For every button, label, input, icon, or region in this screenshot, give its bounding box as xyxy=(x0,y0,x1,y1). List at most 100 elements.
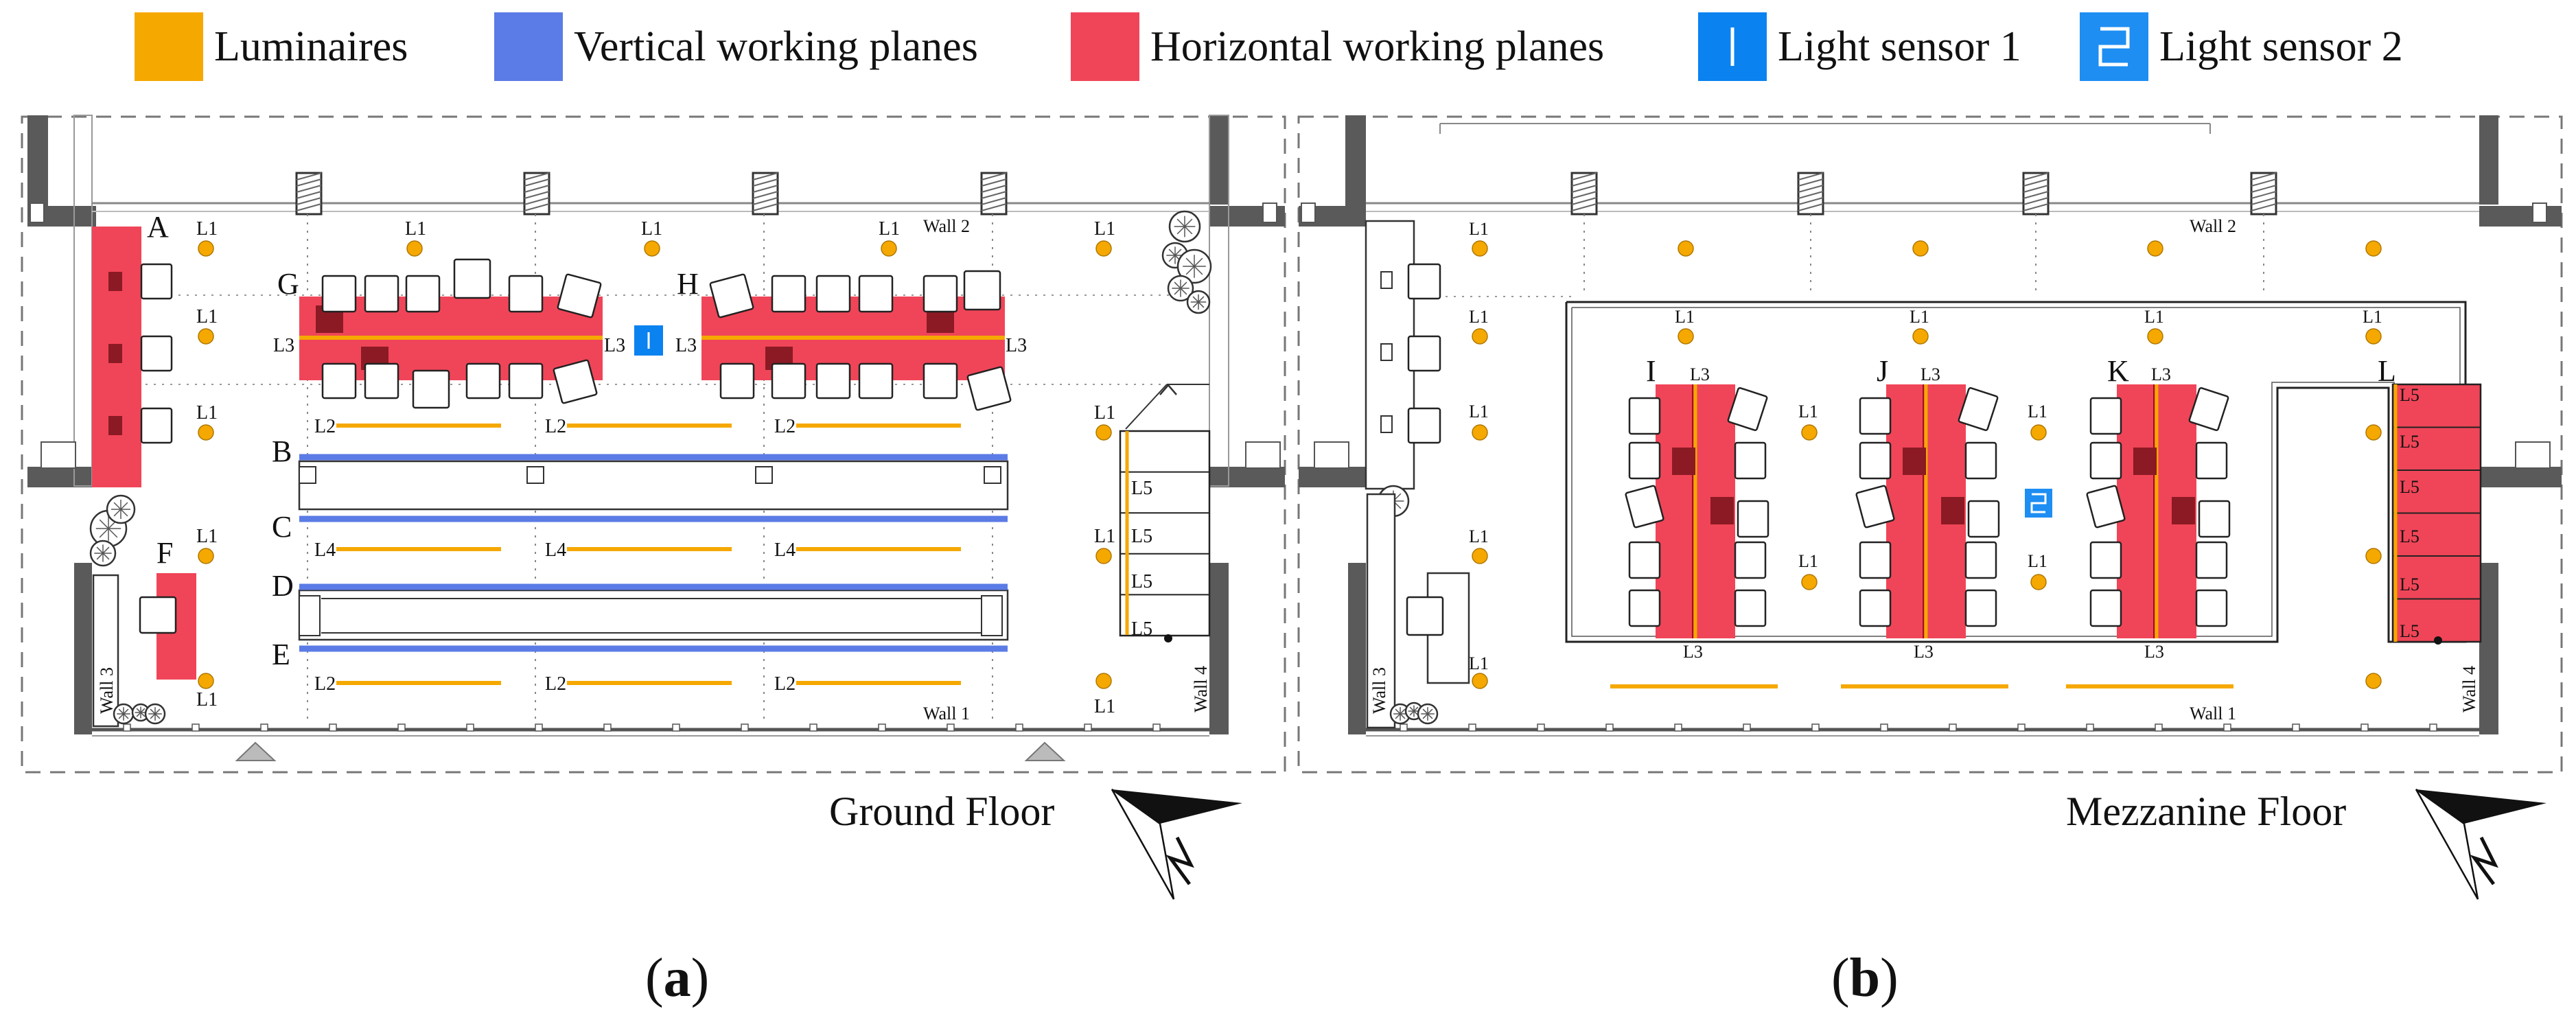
chair-seat xyxy=(140,335,173,372)
caption-a: (a) xyxy=(645,948,710,1008)
compass-dark xyxy=(1112,789,1242,824)
pillar-hatch xyxy=(1798,185,1824,193)
plane-F-label: F xyxy=(156,536,173,570)
cabinet xyxy=(1366,493,1396,729)
stair-start-dot xyxy=(1164,634,1172,642)
luminaire-L1 xyxy=(1472,328,1488,345)
legend-sensor2-label: Light sensor 2 xyxy=(2159,23,2403,70)
chair-icon xyxy=(1734,441,1767,480)
plant-icon xyxy=(1186,290,1211,314)
chair-icon xyxy=(1628,541,1661,579)
chair-seat xyxy=(1964,541,1997,579)
chair-icon xyxy=(2198,500,2231,538)
wall-marker xyxy=(535,723,543,732)
wall-marker xyxy=(329,723,337,732)
luminaire-L1 xyxy=(1472,673,1488,689)
pillar-hatch xyxy=(752,185,778,193)
pillar-hatch xyxy=(752,191,778,199)
chair-icon xyxy=(963,270,1001,311)
chair-seat xyxy=(465,362,501,399)
luminaire-L1 xyxy=(2365,424,2382,441)
luminaire-L1 xyxy=(881,240,897,257)
pillar-hatch xyxy=(1571,191,1597,199)
ground-floor-title: Ground Floor xyxy=(829,789,1055,834)
luminaire-L1-label: L1 xyxy=(2144,307,2164,327)
plant-leaf xyxy=(1192,296,1205,308)
wall-marker xyxy=(741,723,749,732)
luminaire-L4-label: L4 xyxy=(774,540,796,561)
sensor2-icon xyxy=(2030,493,2047,513)
entrance-icon xyxy=(235,741,277,761)
chair-seat xyxy=(963,270,1001,311)
sensor2-swatch xyxy=(2080,12,2148,81)
sensor1-icon xyxy=(1730,27,1734,66)
chair-seat xyxy=(1734,589,1767,627)
chair-icon xyxy=(2195,541,2228,579)
luminaire-L1 xyxy=(1912,240,1929,257)
luminaire-L3-label: L3 xyxy=(2151,364,2171,384)
wall-marker xyxy=(2292,723,2300,732)
wall-segment xyxy=(1209,563,1229,734)
luminaire-L1-label: L1 xyxy=(1094,526,1115,547)
pillar-hatch xyxy=(524,191,550,199)
pillar-hatch xyxy=(981,178,1007,187)
luminaire-L3-label: L3 xyxy=(273,335,294,356)
chair-seat xyxy=(1734,541,1767,579)
chair-seat xyxy=(1855,485,1895,529)
window-bracket xyxy=(2532,202,2547,223)
compass-light xyxy=(1111,788,1175,900)
wall-segment xyxy=(27,467,96,487)
wall-1-label: Wall 1 xyxy=(2190,704,2236,723)
mezzanine-floor-title: Mezzanine Floor xyxy=(2066,789,2347,834)
luminaire-L2-label: L2 xyxy=(545,673,566,695)
wall-marker xyxy=(809,723,817,732)
luminaire-L2-label: L2 xyxy=(314,416,336,437)
wall-marker xyxy=(1605,723,1614,732)
luminaire-L3-label: L3 xyxy=(604,335,625,356)
luminaire-L1-label: L1 xyxy=(1910,307,1929,327)
pillar-hatch xyxy=(1571,172,1597,181)
luminaire-L1-label: L1 xyxy=(196,218,218,240)
luminaire-L3-label: L3 xyxy=(1921,364,1940,384)
pillar-hatch xyxy=(1571,178,1597,187)
chair-icon xyxy=(1628,589,1661,627)
chair-icon xyxy=(453,258,491,299)
chair-seat xyxy=(1964,441,1997,480)
plane-D-label: D xyxy=(272,569,294,603)
pillar-hatch xyxy=(296,203,322,211)
cabinet xyxy=(92,574,119,728)
plant-leaf xyxy=(1176,218,1193,235)
legend-vertical-label: Vertical working planes xyxy=(574,23,978,70)
luminaire-L1 xyxy=(406,240,423,257)
chair-seat xyxy=(858,275,894,313)
pillar xyxy=(523,172,550,216)
chair-icon xyxy=(2089,397,2122,435)
chair-seat xyxy=(1407,407,1441,444)
chair-icon xyxy=(858,275,894,313)
chair-icon xyxy=(557,273,602,318)
chair-icon xyxy=(1964,541,1997,579)
luminaire-L5-label: L5 xyxy=(2400,575,2420,594)
chair-icon xyxy=(1406,596,1444,636)
luminaire-L3-label: L3 xyxy=(1006,335,1027,356)
chair-seat xyxy=(1958,387,1999,431)
chair-seat xyxy=(508,362,544,399)
luminaire-L1 xyxy=(1912,328,1929,345)
desk-icon xyxy=(1380,271,1393,289)
plane-B-label: B xyxy=(272,434,292,468)
luminaire-L1-label: L1 xyxy=(196,689,218,710)
sensor1-swatch xyxy=(1698,12,1767,81)
bench-post xyxy=(299,466,316,484)
chair-icon xyxy=(321,362,357,399)
chair-seat xyxy=(815,275,851,313)
pillar-hatch xyxy=(524,185,550,193)
wall-marker xyxy=(1674,723,1682,732)
pillar-hatch xyxy=(1798,203,1824,211)
luminaire-L4-label: L4 xyxy=(314,540,336,561)
chair-icon xyxy=(140,335,173,372)
luminaire-L1-label: L1 xyxy=(1469,219,1489,239)
wall-marker xyxy=(192,723,200,732)
plane-E-label: E xyxy=(272,638,290,671)
bench-post xyxy=(526,466,544,484)
chair-icon xyxy=(858,362,894,399)
